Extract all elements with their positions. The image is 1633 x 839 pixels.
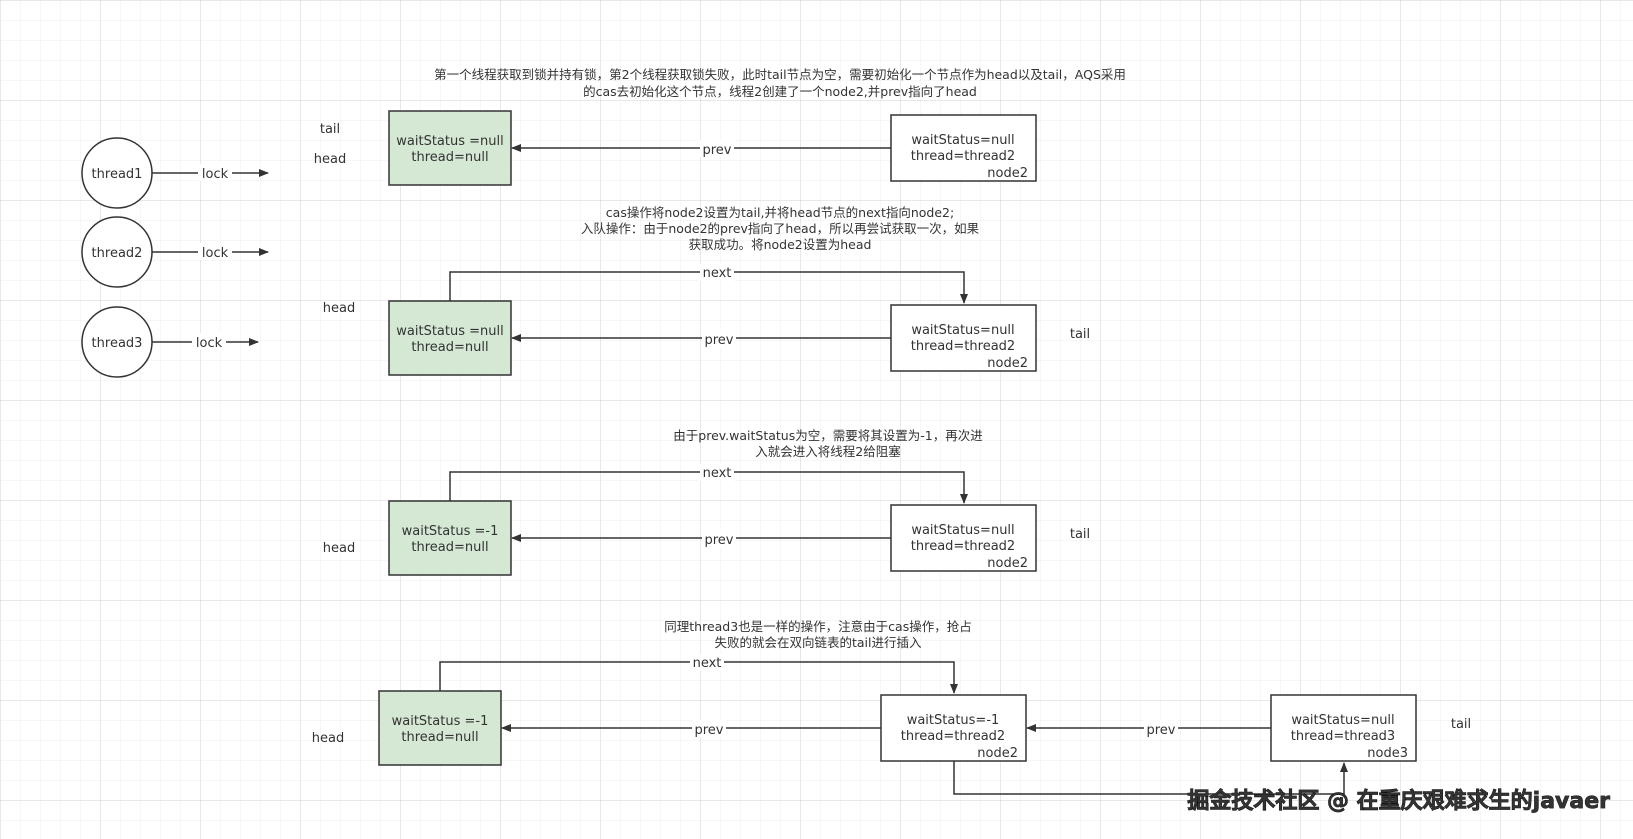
section4: 同理thread3也是一样的操作，注意由于cas操作，抢占 失败的就会在双向链表… bbox=[312, 619, 1471, 795]
section2-node2-status: waitStatus=null bbox=[911, 323, 1014, 338]
section2-note-line1: cas操作将node2设置为tail,并将head节点的next指向node2; bbox=[606, 205, 954, 220]
section1-note-line2: 的cas去初始化这个节点，线程2创建了一个node2,并prev指向了head bbox=[583, 84, 977, 99]
thread3-group: thread3 lock bbox=[81, 306, 259, 378]
section2-tail-label: tail bbox=[1070, 327, 1090, 342]
section1-head-node-status: waitStatus =null bbox=[396, 134, 503, 149]
section3-note-line2: 入就会进入将线程2给阻塞 bbox=[755, 444, 901, 459]
section4-node3-status: waitStatus=null bbox=[1291, 713, 1394, 728]
section4-head-node-status: waitStatus =-1 bbox=[392, 714, 489, 729]
section1: 第一个线程获取到锁并持有锁，第2个线程获取锁失败，此时tail节点为空，需要初始… bbox=[314, 67, 1126, 186]
section3-prev-label: prev bbox=[704, 533, 733, 548]
thread3-lock-label: lock bbox=[196, 336, 223, 351]
section3-node2-thread: thread=thread2 bbox=[911, 539, 1015, 554]
section3-head-node-thread: thread=null bbox=[411, 540, 488, 555]
thread3-label: thread3 bbox=[92, 336, 143, 351]
section1-head-node[interactable] bbox=[388, 110, 512, 186]
section4-next-label: next bbox=[693, 656, 722, 671]
section2-head-node[interactable] bbox=[388, 300, 512, 376]
section4-node3-thread: thread=thread3 bbox=[1291, 729, 1395, 744]
section4-tail-label: tail bbox=[1451, 717, 1471, 732]
section2-next-label: next bbox=[703, 266, 732, 281]
section3-note-line1: 由于prev.waitStatus为空，需要将其设置为-1，再次进 bbox=[673, 428, 983, 443]
thread1-lock-label: lock bbox=[202, 167, 229, 182]
section4-node3-name: node3 bbox=[1367, 746, 1408, 761]
section3-next-label: next bbox=[703, 466, 732, 481]
section2-head-node-thread: thread=null bbox=[411, 340, 488, 355]
section1-head-label: head bbox=[314, 152, 346, 167]
section4-note-line1: 同理thread3也是一样的操作，注意由于cas操作，抢占 bbox=[664, 619, 971, 634]
section3-head-label: head bbox=[323, 541, 355, 556]
section3-tail-label: tail bbox=[1070, 527, 1090, 542]
section1-tail-label: tail bbox=[320, 122, 340, 137]
section3: 由于prev.waitStatus为空，需要将其设置为-1，再次进 入就会进入将… bbox=[323, 428, 1090, 576]
section4-node2-status: waitStatus=-1 bbox=[907, 713, 1000, 728]
section3-node2-status: waitStatus=null bbox=[911, 523, 1014, 538]
section2-node2-name: node2 bbox=[987, 356, 1028, 371]
section2-head-label: head bbox=[323, 301, 355, 316]
section1-note-line1: 第一个线程获取到锁并持有锁，第2个线程获取锁失败，此时tail节点为空，需要初始… bbox=[434, 67, 1126, 82]
section4-prev-label: prev bbox=[694, 723, 723, 738]
section3-node2-name: node2 bbox=[987, 556, 1028, 571]
thread2-lock-label: lock bbox=[202, 246, 229, 261]
section1-prev-label: prev bbox=[702, 143, 731, 158]
section2-note-line3: 获取成功。将node2设置为head bbox=[689, 237, 872, 252]
section4-head-node-thread: thread=null bbox=[401, 730, 478, 745]
section1-head-node-thread: thread=null bbox=[411, 150, 488, 165]
section3-node2[interactable] bbox=[890, 504, 1037, 572]
section4-node2-name: node2 bbox=[977, 746, 1018, 761]
thread2-label: thread2 bbox=[92, 246, 143, 261]
section2-note-line2: 入队操作：由于node2的prev指向了head，所以再尝试获取一次，如果 bbox=[581, 221, 980, 236]
section2-node2-thread: thread=thread2 bbox=[911, 339, 1015, 354]
section4-head-label: head bbox=[312, 731, 344, 746]
section4-next2-arrow bbox=[953, 761, 1348, 795]
thread2-group: thread2 lock bbox=[81, 216, 269, 288]
section2: cas操作将node2设置为tail,并将head节点的next指向node2;… bbox=[323, 205, 1090, 376]
section1-node2-status: waitStatus=null bbox=[911, 133, 1014, 148]
section4-node2-thread: thread=thread2 bbox=[901, 729, 1005, 744]
section2-head-node-status: waitStatus =null bbox=[396, 324, 503, 339]
section4-note-line2: 失败的就会在双向链表的tail进行插入 bbox=[714, 635, 922, 650]
section4-prev2-label: prev bbox=[1146, 723, 1175, 738]
thread1-label: thread1 bbox=[92, 167, 143, 182]
section3-head-node-status: waitStatus =-1 bbox=[402, 524, 499, 539]
watermark-text: 掘金技术社区 @ 在重庆艰难求生的javaer bbox=[1187, 788, 1610, 814]
section2-node2[interactable] bbox=[890, 304, 1037, 372]
section1-node2-name: node2 bbox=[987, 166, 1028, 181]
thread1-group: thread1 lock bbox=[81, 137, 269, 209]
section1-node2-thread: thread=thread2 bbox=[911, 149, 1015, 164]
section2-prev-label: prev bbox=[704, 333, 733, 348]
